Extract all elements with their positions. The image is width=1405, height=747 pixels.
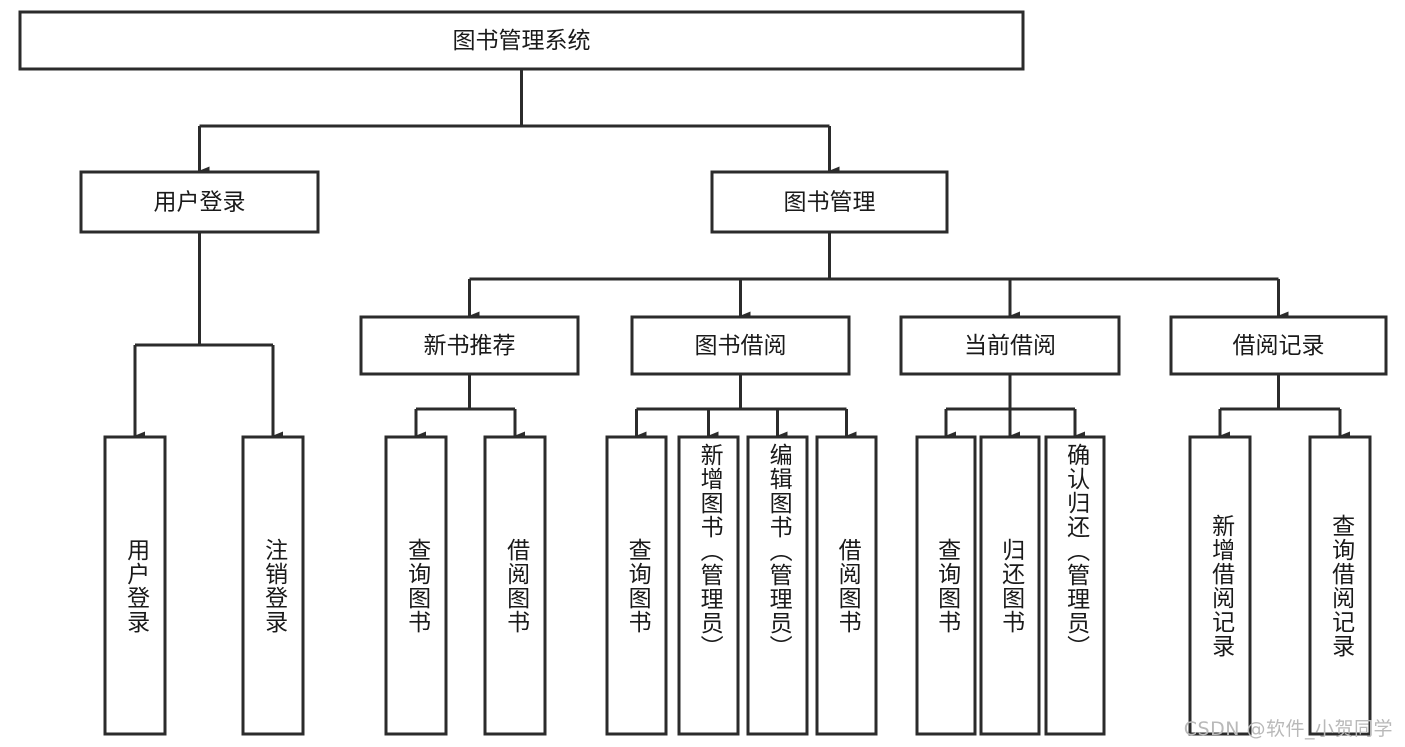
node-box-borrow-borrow-book[interactable] [815, 435, 878, 736]
node-box-book-borrow[interactable] [630, 315, 851, 376]
csdn-watermark: CSDN @软件_小贺同学 [1183, 718, 1393, 740]
connectors-layer [133, 69, 1350, 441]
node-box-borrow-add-book[interactable] [677, 435, 740, 736]
node-box-new-book-recommend[interactable] [359, 315, 580, 376]
node-box-borrow-query-book[interactable] [605, 435, 668, 736]
node-label-new-book-recommend: 新书推荐 [424, 333, 516, 359]
node-box-record-add[interactable] [1188, 435, 1252, 736]
node-box-user-login[interactable] [79, 170, 320, 234]
node-box-user-login-login[interactable] [103, 435, 167, 736]
node-box-current-query-book[interactable] [915, 435, 977, 736]
node-label-book-borrow: 图书借阅 [695, 333, 787, 359]
node-box-borrow-edit-book[interactable] [746, 435, 809, 736]
node-label-borrow-record: 借阅记录 [1233, 333, 1325, 359]
node-box-record-query[interactable] [1308, 435, 1372, 736]
boxes-layer [18, 10, 1388, 736]
node-box-current-confirm-return[interactable] [1044, 435, 1106, 736]
node-label-current-borrow: 当前借阅 [964, 333, 1056, 359]
node-box-borrow-record[interactable] [1169, 315, 1388, 376]
node-box-user-login-logout[interactable] [241, 435, 305, 736]
node-label-book-manage: 图书管理 [784, 190, 876, 216]
node-label-user-login: 用户登录 [154, 190, 246, 216]
node-box-current-borrow[interactable] [899, 315, 1121, 376]
node-box-root[interactable] [18, 10, 1025, 71]
node-box-recommend-query-book[interactable] [384, 435, 448, 736]
node-label-root: 图书管理系统 [453, 28, 591, 54]
node-box-recommend-borrow-book[interactable] [483, 435, 547, 736]
node-box-book-manage[interactable] [710, 170, 949, 234]
node-box-current-return-book[interactable] [979, 435, 1041, 736]
